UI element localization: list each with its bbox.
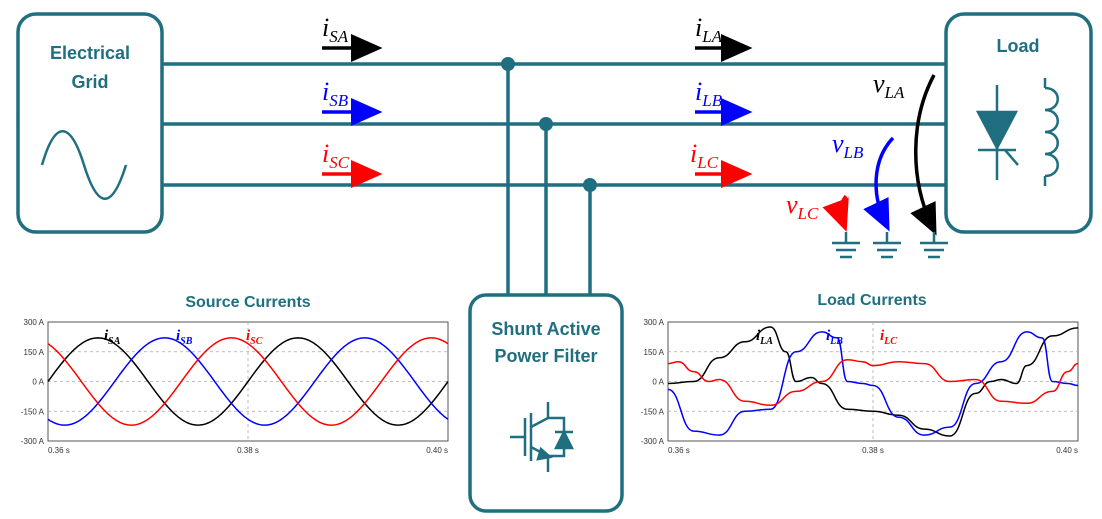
- v-la-arrow: [910, 74, 937, 236]
- series-label: iLA: [756, 328, 773, 347]
- y-tick-label: -300 A: [21, 437, 45, 446]
- grid-block: Electrical Grid: [16, 12, 164, 234]
- y-tick-label: 150 A: [24, 348, 45, 357]
- series-label: iLC: [880, 328, 897, 347]
- ground-symbols: [832, 232, 948, 259]
- i-lc-label: iLC: [690, 139, 719, 172]
- y-tick-label: 150 A: [644, 348, 665, 357]
- filter-label-line1: Shunt Active: [491, 319, 600, 339]
- series-line-iLB: [667, 331, 1079, 436]
- current-arrows: [322, 34, 753, 188]
- grid-label-line2: Grid: [71, 72, 108, 92]
- series-line-iSC: [47, 337, 449, 426]
- y-tick-label: -150 A: [641, 407, 665, 416]
- junction-b: [539, 117, 553, 131]
- i-sa-label: iSA: [322, 13, 349, 46]
- i-sc-label: iSC: [322, 139, 350, 172]
- sine-source-icon: [40, 130, 128, 200]
- series-label: iLB: [826, 328, 843, 347]
- x-tick-label: 0.40 s: [1056, 446, 1078, 455]
- y-tick-label: 300 A: [24, 318, 45, 327]
- v-lc-label: vLC: [786, 190, 819, 223]
- v-la-label: vLA: [873, 69, 905, 102]
- y-tick-label: 300 A: [644, 318, 665, 327]
- series-label: iSA: [104, 328, 121, 347]
- thyristor-icon: [975, 85, 1019, 180]
- y-tick-label: 0 A: [652, 378, 664, 387]
- voltage-arrows: [822, 74, 937, 236]
- x-tick-label: 0.36 s: [668, 446, 690, 455]
- grid-label-line1: Electrical: [50, 43, 130, 63]
- series-label: iSB: [176, 328, 193, 347]
- series-line-iLA: [667, 326, 1079, 437]
- ground-icon: [920, 232, 948, 259]
- y-tick-label: 0 A: [32, 378, 44, 387]
- filter-block: Shunt Active Power Filter: [468, 293, 624, 513]
- x-tick-label: 0.36 s: [48, 446, 70, 455]
- i-lb-label: iLB: [695, 77, 723, 110]
- chart-title: Source Currents: [185, 294, 310, 311]
- x-tick-label: 0.38 s: [237, 446, 259, 455]
- x-tick-label: 0.38 s: [862, 446, 884, 455]
- v-lb-label: vLB: [832, 129, 864, 162]
- ground-icon: [832, 232, 860, 259]
- power-lines: [162, 57, 946, 297]
- ground-icon: [873, 232, 901, 259]
- i-la-label: iLA: [695, 13, 723, 46]
- y-tick-label: -150 A: [21, 407, 45, 416]
- voltage-labels: vLA vLB vLC: [786, 69, 905, 223]
- v-lc-arrow: [822, 194, 849, 232]
- series-line-iLC: [667, 358, 1079, 407]
- igbt-icon: [510, 402, 575, 472]
- current-labels: iSA iSB iSC iLA iLB iLC: [322, 13, 723, 172]
- series-line-iSA: [47, 337, 449, 426]
- load-label: Load: [997, 36, 1040, 56]
- inductor-icon: [1043, 78, 1059, 186]
- source-currents-chart: Source Currents 300 A 150 A 0 A -150 A -300 A…: [21, 294, 449, 455]
- load-block: Load: [944, 12, 1093, 234]
- chart-title: Load Currents: [817, 292, 926, 309]
- v-lb-arrow: [863, 136, 895, 232]
- y-tick-label: -300 A: [641, 437, 665, 446]
- i-sb-label: iSB: [322, 77, 349, 110]
- series-line-iSB: [47, 337, 449, 426]
- x-tick-label: 0.40 s: [426, 446, 448, 455]
- filter-label-line2: Power Filter: [494, 346, 597, 366]
- junction-a: [501, 57, 515, 71]
- series-label: iSC: [246, 328, 263, 347]
- junction-c: [583, 178, 597, 192]
